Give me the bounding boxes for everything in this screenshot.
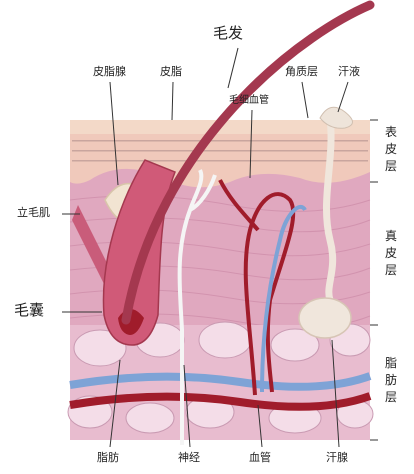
sweat-duct <box>322 117 337 302</box>
label-capillaries: 毛细血管 <box>229 95 269 106</box>
layer-brackets <box>370 119 378 441</box>
sweat-droplet <box>319 106 353 129</box>
label-sweat: 汗液 <box>338 65 360 78</box>
vein-line <box>69 372 372 391</box>
label-stratum-corneum: 角质层 <box>285 65 318 78</box>
epidermis-dots <box>72 140 368 162</box>
label-hair: 毛发 <box>213 24 244 42</box>
label-epidermis: 表皮层 <box>384 125 397 173</box>
label-sweat-gland: 汗腺 <box>326 451 348 464</box>
hair-shaft <box>121 0 375 325</box>
hair-follicle-shape <box>102 159 176 346</box>
label-blood-vessel: 血管 <box>249 451 271 464</box>
label-hypodermis: 脂肪层 <box>384 356 397 404</box>
label-nerve: 神经 <box>178 451 200 464</box>
label-arrector-pili: 立毛肌 <box>17 206 50 219</box>
label-dermis: 真皮层 <box>384 229 397 277</box>
sweat-gland-coil <box>298 297 352 339</box>
artery-line <box>69 392 372 411</box>
label-sebum: 皮脂 <box>160 65 182 78</box>
label-sebaceous-gland: 皮脂腺 <box>93 65 126 78</box>
capillary-network <box>218 179 307 396</box>
nerve-fiber <box>177 169 217 445</box>
label-hair-follicle: 毛囊 <box>14 301 45 319</box>
label-fat: 脂肪 <box>97 451 119 464</box>
leader-lines <box>62 47 349 448</box>
